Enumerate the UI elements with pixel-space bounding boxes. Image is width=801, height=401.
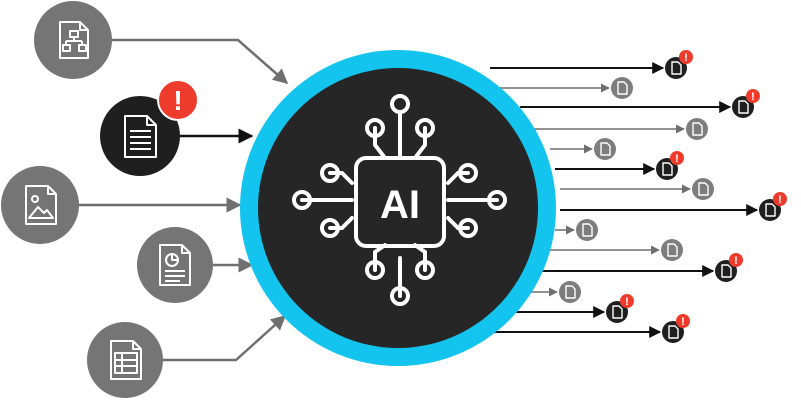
alert-badge-circle [773, 192, 787, 206]
alert-badge: ! [679, 50, 693, 64]
document-icon [765, 203, 776, 217]
output-node-circle [692, 178, 714, 200]
input-connectors [78, 38, 289, 362]
alert-badge: ! [746, 89, 760, 103]
alert-mark: ! [681, 316, 685, 328]
output-connectors [490, 62, 759, 338]
alert-badge-circle [670, 151, 684, 165]
output-node [576, 219, 598, 241]
text-document-icon [124, 115, 157, 158]
document-icon [668, 325, 679, 339]
output-nodes: !!!!!!! [559, 50, 787, 343]
output-node: ! [665, 50, 693, 79]
alert-badge-circle [620, 294, 634, 308]
alert-badge-circle [746, 89, 760, 103]
output-node: ! [656, 151, 684, 180]
input-node-image [1, 166, 79, 244]
output-node-circle [559, 281, 581, 303]
alert-mark: ! [675, 153, 679, 165]
input-nodes: ! [1, 1, 213, 398]
alert-badge: ! [157, 79, 199, 121]
spreadsheet-document-icon [110, 340, 142, 380]
alert-mark: ! [625, 296, 629, 308]
document-icon [612, 305, 623, 319]
input-node-text-document: ! [100, 79, 199, 176]
output-node [594, 138, 616, 160]
alert-badge-circle [679, 50, 693, 64]
document-icon [721, 264, 732, 278]
alert-badge: ! [773, 192, 787, 206]
output-node [686, 118, 708, 140]
document-icon [698, 182, 709, 196]
alert-badge: ! [676, 314, 690, 328]
document-icon [692, 122, 703, 136]
alert-mark: ! [684, 52, 688, 64]
output-node: ! [662, 314, 690, 343]
alert-mark: ! [173, 85, 182, 116]
alert-mark: ! [751, 91, 755, 103]
input-node-flowchart [34, 1, 112, 79]
alert-badge: ! [670, 151, 684, 165]
output-node-circle [611, 77, 633, 99]
hub-core [258, 68, 538, 348]
document-icon [617, 81, 628, 95]
output-node: ! [759, 192, 787, 221]
document-icon [662, 162, 673, 176]
output-node: ! [715, 253, 743, 282]
flowchart-document-icon [59, 21, 89, 59]
output-node: ! [606, 294, 634, 323]
ai-label: AI [380, 183, 420, 227]
alert-mark: ! [778, 194, 782, 206]
document-icon [565, 285, 576, 299]
output-node [692, 178, 714, 200]
connector-flowchart [110, 38, 289, 84]
alert-badge-circle [676, 314, 690, 328]
document-icon [667, 243, 678, 257]
alert-badge-circle [729, 253, 743, 267]
alert-mark: ! [734, 255, 738, 267]
output-node [611, 77, 633, 99]
output-node: ! [732, 89, 760, 118]
output-node [559, 281, 581, 303]
input-node-report [137, 227, 213, 303]
output-node-circle [686, 118, 708, 140]
output-node-circle [661, 239, 683, 261]
output-node-circle [594, 138, 616, 160]
alert-badge: ! [729, 253, 743, 267]
output-node-circle [576, 219, 598, 241]
document-icon [582, 223, 593, 237]
document-icon [671, 61, 682, 75]
pie-chart-document-icon [159, 244, 191, 286]
connector-spreadsheet [162, 314, 287, 362]
ai-chip-icon [292, 94, 507, 306]
document-icon [738, 100, 749, 114]
alert-badge: ! [620, 294, 634, 308]
image-document-icon [25, 185, 57, 225]
output-node [661, 239, 683, 261]
ai-hub: AI [240, 50, 556, 366]
document-icon [600, 142, 611, 156]
input-node-spreadsheet [87, 322, 163, 398]
